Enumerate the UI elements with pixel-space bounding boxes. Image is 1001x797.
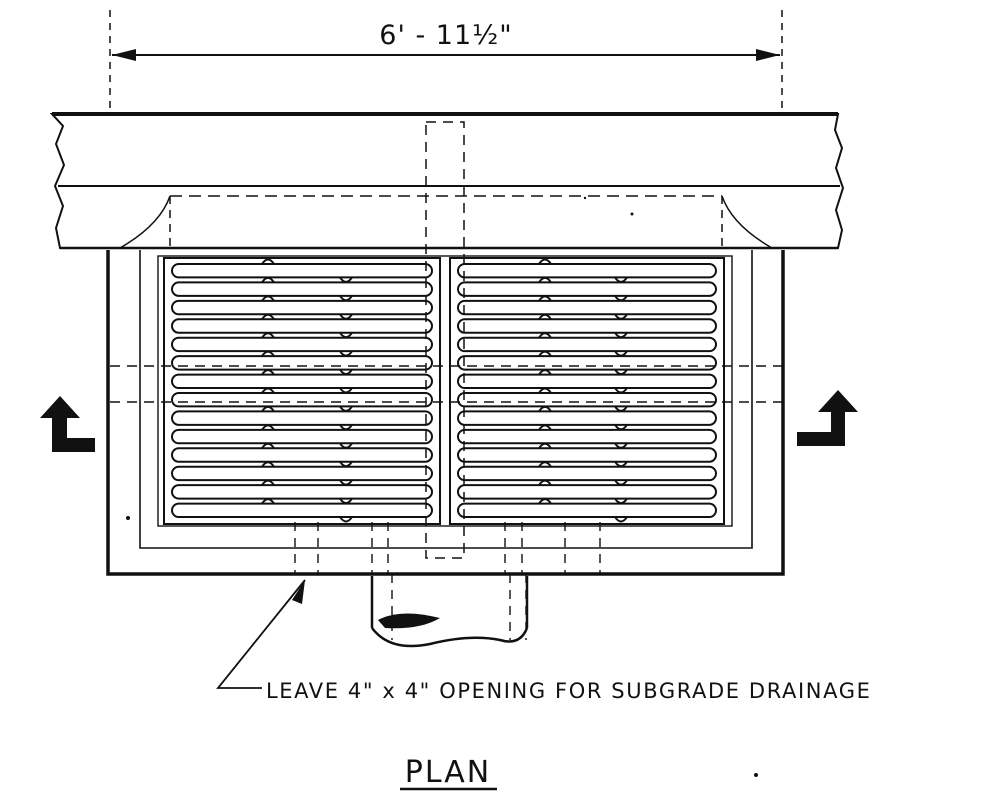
dimension-label: 6' - 11½" — [379, 20, 512, 51]
grate-bar — [457, 299, 717, 316]
bar-stud — [261, 498, 275, 505]
grate-bar — [457, 484, 717, 500]
grate-bar — [457, 410, 717, 426]
bar-stud — [538, 295, 552, 302]
right-grate-panel — [449, 257, 725, 525]
curb-slab — [49, 112, 845, 250]
bar-stud — [261, 295, 275, 302]
leader-arrow-icon — [292, 580, 305, 604]
dimension-arrow-right-icon — [756, 49, 780, 61]
grate-bar — [171, 336, 433, 353]
bar-stud — [261, 424, 275, 431]
bar-stud — [538, 461, 552, 468]
bar-stud — [538, 350, 552, 357]
grate-bar — [171, 392, 433, 408]
outlet-pipe — [370, 576, 529, 648]
grate-bar — [457, 263, 717, 279]
left-grate-panel — [163, 257, 441, 525]
grate-bar — [457, 465, 717, 482]
bar-stud — [261, 276, 275, 284]
subgrade-drainage-note: LEAVE 4" x 4" OPENING FOR SUBGRADE DRAIN… — [266, 679, 871, 703]
bar-stud — [538, 387, 552, 394]
bar-stud — [261, 479, 275, 486]
grate-bar — [171, 428, 433, 445]
bar-stud — [339, 516, 353, 523]
grate-bar — [457, 336, 717, 353]
note-leader — [216, 579, 306, 689]
grate-bar — [171, 355, 433, 371]
grate-bar — [457, 392, 717, 408]
grate-bar — [171, 299, 433, 316]
grate-bar — [171, 373, 433, 390]
bar-stud — [261, 442, 275, 449]
bar-stud — [261, 369, 275, 376]
right-section-arrow-icon — [797, 390, 858, 446]
grate-bar — [171, 318, 433, 334]
grate-bar — [171, 447, 433, 463]
dimension-arrow-left-icon — [112, 49, 136, 61]
bar-stud — [261, 332, 275, 339]
bar-stud — [261, 405, 275, 413]
bar-stud — [538, 442, 552, 449]
view-title: PLAN — [405, 755, 491, 790]
bar-stud — [261, 350, 275, 357]
bar-stud — [538, 276, 552, 284]
bar-stud — [261, 258, 275, 265]
grate-frame — [449, 257, 725, 525]
grate-bar — [457, 502, 717, 519]
bar-stud — [614, 516, 628, 523]
bar-stud — [261, 461, 275, 468]
grate-bar — [457, 373, 717, 390]
grate-bar — [171, 410, 433, 426]
bar-stud — [261, 313, 275, 320]
inlet-box — [106, 121, 785, 640]
left-section-arrow-icon — [40, 396, 95, 452]
bar-stud — [538, 424, 552, 431]
grate-bar — [457, 355, 717, 371]
grate-bar — [171, 484, 433, 500]
paper-specks — [126, 196, 758, 777]
bar-stud — [538, 369, 552, 376]
bar-stud — [538, 498, 552, 505]
bar-stud — [538, 479, 552, 486]
grate-bar — [457, 281, 717, 297]
bar-stud — [261, 387, 275, 394]
grate-bar — [457, 318, 717, 334]
bar-stud — [538, 332, 552, 339]
bar-stud — [538, 313, 552, 320]
bar-stud — [538, 405, 552, 413]
grate-bar — [457, 428, 717, 445]
grate-bar — [171, 281, 433, 297]
bar-stud — [538, 258, 552, 265]
grate-bar — [171, 502, 433, 519]
grate-bar — [171, 465, 433, 482]
grate-frame — [163, 257, 441, 525]
grate-bar — [171, 263, 433, 279]
grate-bar — [457, 447, 717, 463]
